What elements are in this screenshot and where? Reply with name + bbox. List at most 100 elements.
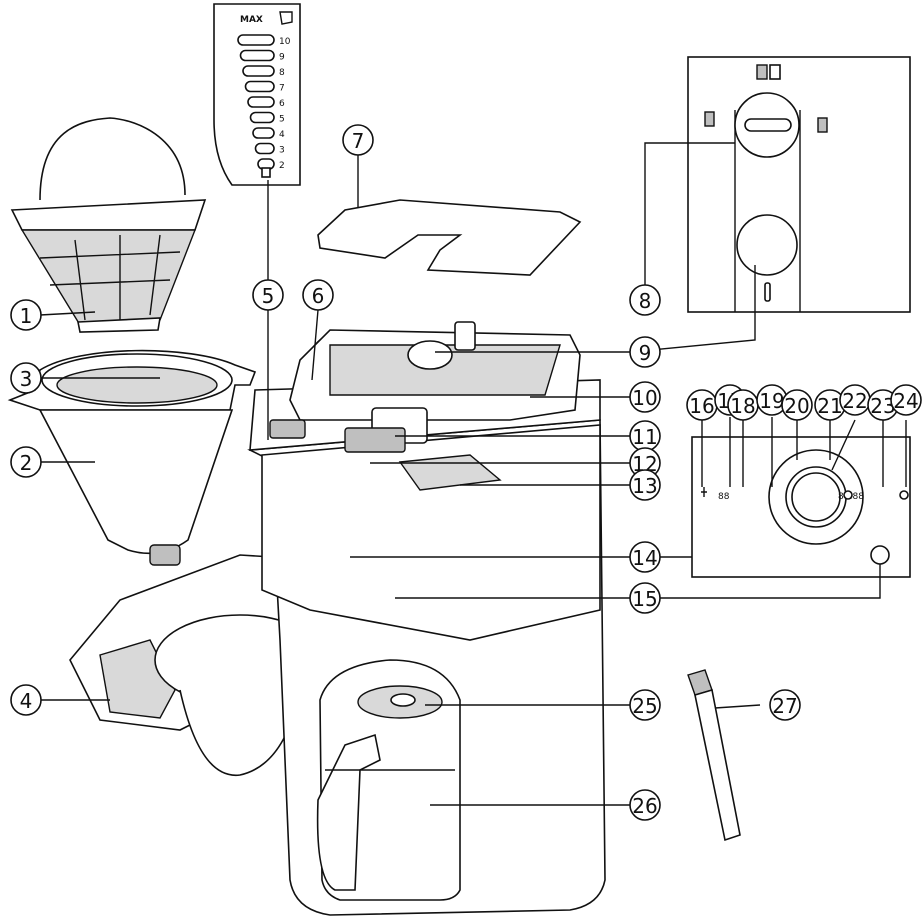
callout-15: 15: [629, 582, 661, 614]
callout-number: 6: [312, 284, 325, 308]
callout-19: 19: [756, 384, 788, 416]
callout-circle: [629, 789, 661, 821]
callout-number: 13: [632, 474, 657, 498]
callout-number: 10: [632, 386, 657, 410]
callout-number: 3: [20, 367, 33, 391]
callout-number: 27: [772, 694, 797, 718]
cup-icon-right: [817, 117, 828, 133]
gauge-level-label: 10: [279, 37, 291, 47]
callout-circle: [252, 279, 284, 311]
gauge-level-bar: [249, 111, 275, 124]
gauge-level-bar: [247, 96, 275, 108]
glass-carafe: [316, 659, 461, 901]
callout-circle: [769, 689, 801, 721]
callout-circle: [629, 284, 661, 316]
cup-icon-2: [769, 64, 781, 80]
control-panel-inset: 88 88:88: [691, 436, 911, 578]
gauge-max-label: MAX: [240, 15, 263, 25]
callout-circle: [629, 582, 661, 614]
gauge-level-bar: [252, 127, 275, 139]
permanent-filter: [10, 117, 207, 333]
callout-circle: [10, 299, 42, 331]
timer-icon: [843, 490, 853, 500]
gauge-level-label: 3: [279, 146, 285, 156]
callout-number: 11: [632, 425, 657, 449]
gauge-level-bar: [239, 49, 275, 62]
gauge-level: 8: [242, 65, 285, 78]
cleaning-brush: [687, 669, 741, 842]
callout-13: 13: [629, 469, 661, 501]
drip-tray-stand: [69, 554, 326, 776]
callout-7: 7: [342, 124, 374, 156]
cup-icon-1: [756, 64, 768, 80]
display-digits-left: 88: [718, 492, 730, 502]
callout-8: 8: [629, 284, 661, 316]
gauge-marker: [261, 167, 271, 178]
gauge-level-label: 6: [279, 99, 285, 109]
clock-icon: [899, 490, 909, 500]
callout-number: 4: [20, 689, 33, 713]
callout-circle: [302, 279, 334, 311]
callout-6: 6: [302, 279, 334, 311]
gauge-level-label: 2: [279, 161, 285, 171]
callout-circle: [10, 446, 42, 478]
gauge-level-bar: [254, 142, 275, 155]
callout-circle: [10, 362, 42, 394]
callout-circle: [629, 469, 661, 501]
cup-icon: [279, 11, 293, 25]
callout-11: 11: [629, 420, 661, 452]
callout-21: 21: [814, 389, 846, 421]
lid-seal: [317, 199, 582, 276]
callout-circle: [629, 381, 661, 413]
gauge-level: 4: [252, 127, 285, 140]
callout-number: 25: [632, 694, 657, 718]
callout-20: 20: [781, 389, 813, 421]
gauge-level-bar: [244, 80, 275, 93]
filter-holder: [7, 349, 257, 566]
gauge-level-label: 7: [279, 84, 285, 94]
callout-14: 14: [629, 541, 661, 573]
callout-labels: 1234567891011121314151617181920212223242…: [10, 124, 922, 821]
callout-1: 1: [10, 299, 42, 331]
callout-number: 22: [842, 389, 867, 413]
callout-27: 27: [769, 689, 801, 721]
callout-16: 16: [686, 389, 718, 421]
callout-number: 9: [639, 341, 652, 365]
gauge-level: 3: [254, 142, 285, 156]
gauge-level-bar: [237, 34, 275, 46]
gauge-level-label: 4: [279, 130, 285, 140]
callout-25: 25: [629, 689, 661, 721]
callout-22: 22: [839, 384, 871, 416]
callout-number: 20: [784, 394, 809, 418]
gauge-level-label: 9: [279, 53, 285, 63]
grind-icon: [701, 487, 707, 497]
callout-circle: [629, 541, 661, 573]
callout-4: 4: [10, 684, 42, 716]
callout-circle: [781, 389, 813, 421]
gauge-level-label: 5: [279, 115, 285, 125]
callout-number: 26: [632, 794, 657, 818]
callout-5: 5: [252, 279, 284, 311]
callout-number: 14: [632, 546, 657, 570]
callout-number: 7: [352, 129, 365, 153]
callout-2: 2: [10, 446, 42, 478]
gauge-level: 9: [239, 49, 285, 63]
gauge-level: 5: [249, 111, 285, 125]
callout-number: 15: [632, 587, 657, 611]
gauge-level-bar: [242, 65, 275, 77]
callout-number: 21: [817, 394, 842, 418]
gauge-level: 6: [247, 96, 285, 109]
callout-circle: [629, 336, 661, 368]
callout-number: 1: [20, 304, 33, 328]
callout-number: 16: [689, 394, 714, 418]
callout-26: 26: [629, 789, 661, 821]
callout-circle: [10, 684, 42, 716]
gauge-level: 10: [237, 34, 291, 47]
callout-circle: [890, 384, 922, 416]
selector-inset: [687, 56, 911, 313]
cup-icon-left: [704, 111, 715, 127]
callout-9: 9: [629, 336, 661, 368]
gauge-levels: 10 9 8 7 6 5 4 3 2: [237, 34, 291, 171]
callout-number: 8: [639, 289, 652, 313]
